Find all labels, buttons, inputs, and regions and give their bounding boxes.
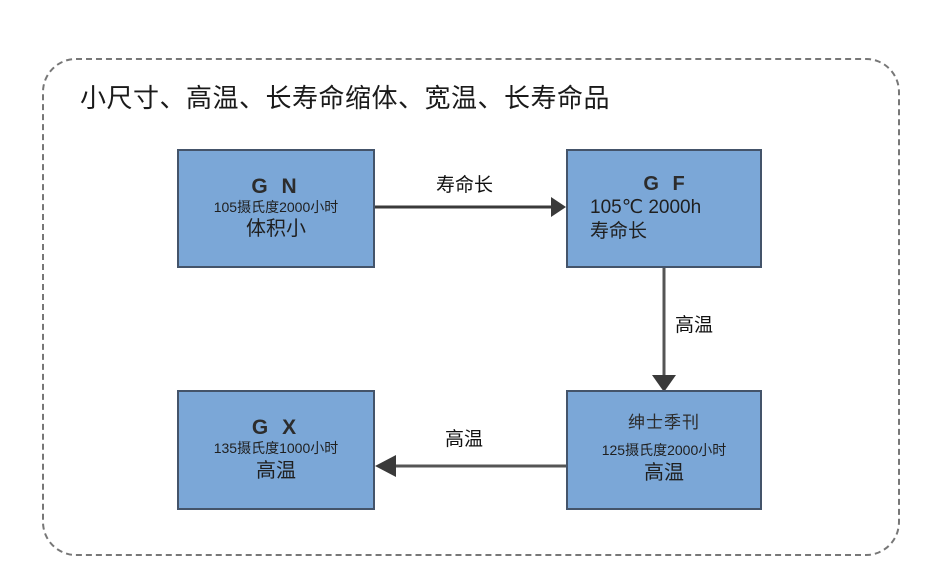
node-gf-title: G F: [643, 173, 689, 196]
node-gf-footer: 寿命长: [590, 221, 648, 242]
node-gq-subtitle: 125摄氏度2000小时: [601, 441, 727, 458]
page-title: 小尺寸、高温、长寿命缩体、宽温、长寿命品: [80, 83, 611, 113]
node-gf[interactable]: G F 105℃ 2000h 寿命长: [566, 149, 762, 268]
node-gx-footer: 高温: [256, 459, 296, 482]
node-gn-title: G N: [251, 174, 301, 198]
node-gf-subtitle: 105℃ 2000h: [590, 197, 702, 219]
node-gq-footer: 高温: [644, 461, 684, 484]
diagram-frame: [42, 58, 900, 556]
node-gq-title: 绅士季刊: [628, 413, 700, 433]
edge-label-gn-to-gf: 寿命长: [432, 170, 498, 197]
node-gn[interactable]: G N 105摄氏度2000小时 体积小: [177, 149, 375, 268]
edge-label-gf-to-gq: 高温: [671, 310, 718, 337]
node-gn-subtitle: 105摄氏度2000小时: [213, 198, 339, 215]
node-gx[interactable]: G X 135摄氏度1000小时 高温: [177, 390, 375, 510]
node-gx-title: G X: [251, 416, 301, 439]
edge-label-gq-to-gx: 高温: [441, 424, 488, 451]
node-gn-footer: 体积小: [246, 218, 306, 241]
node-gq[interactable]: 绅士季刊 125摄氏度2000小时 高温: [566, 390, 762, 510]
node-gx-subtitle: 135摄氏度1000小时: [213, 440, 339, 457]
